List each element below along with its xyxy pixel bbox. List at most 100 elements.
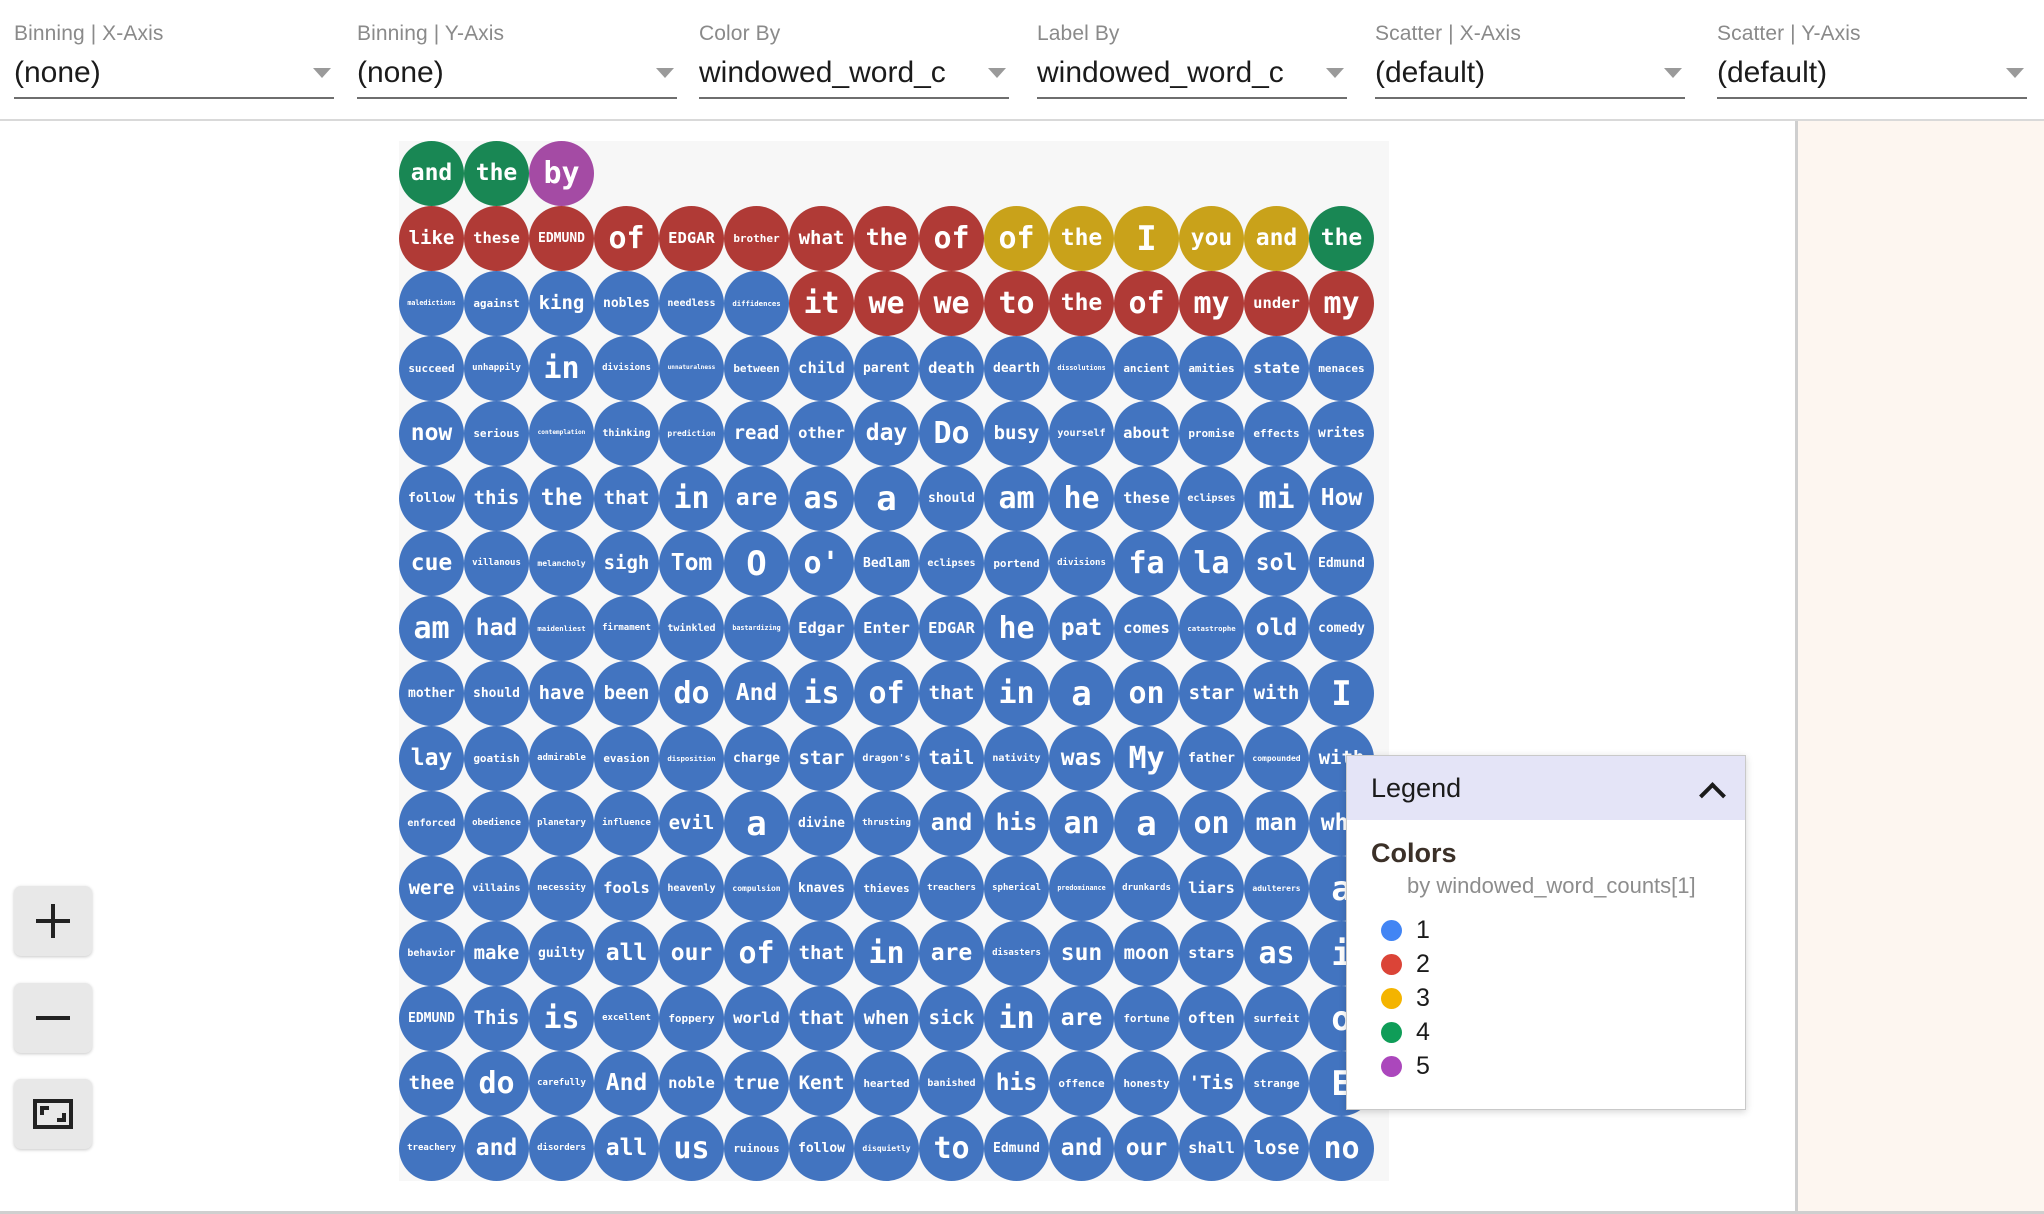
bubble[interactable]: EDGAR (919, 596, 984, 661)
bubble[interactable]: fa (1114, 531, 1179, 596)
bubble[interactable]: day (854, 401, 919, 466)
bubble[interactable]: prediction (659, 401, 724, 466)
bubble[interactable]: had (464, 596, 529, 661)
bubble[interactable]: about (1114, 401, 1179, 466)
bubble[interactable]: ancient (1114, 336, 1179, 401)
bubble[interactable]: child (789, 336, 854, 401)
bubble[interactable]: of (594, 206, 659, 271)
bubble[interactable]: obedience (464, 791, 529, 856)
scatter-y-axis-control[interactable]: Scatter | Y-Axis(default) (1717, 22, 2027, 99)
bubble[interactable]: unnaturalness (659, 336, 724, 401)
bubble[interactable]: a (724, 791, 789, 856)
bubble[interactable]: disposition (659, 726, 724, 791)
bubble[interactable]: amities (1179, 336, 1244, 401)
bubble[interactable]: excellent (594, 986, 659, 1051)
bubble[interactable]: against (464, 271, 529, 336)
bubble[interactable]: a (1049, 661, 1114, 726)
bubble[interactable]: his (984, 791, 1049, 856)
scatter-x-axis-control[interactable]: Scatter | X-Axis(default) (1375, 22, 1685, 99)
bubble[interactable]: is (789, 661, 854, 726)
bubble[interactable]: the (1049, 206, 1114, 271)
bubble[interactable]: what (789, 206, 854, 271)
bubble[interactable]: EDGAR (659, 206, 724, 271)
bubble[interactable]: sigh (594, 531, 659, 596)
bubble[interactable]: Do (919, 401, 984, 466)
bubble[interactable]: 'Tis (1179, 1051, 1244, 1116)
legend-panel[interactable]: Legend Colors by windowed_word_counts[1]… (1346, 755, 1746, 1110)
bubble[interactable]: contemplation (529, 401, 594, 466)
bubble[interactable]: under (1244, 271, 1309, 336)
legend-header[interactable]: Legend (1347, 756, 1745, 820)
bubble[interactable]: between (724, 336, 789, 401)
scatter-y-axis-select[interactable]: (default) (1717, 55, 2027, 99)
bubble[interactable]: offence (1049, 1051, 1114, 1116)
bubble[interactable]: all (594, 1116, 659, 1181)
bubble[interactable]: serious (464, 401, 529, 466)
bubble[interactable]: And (724, 661, 789, 726)
bubble[interactable]: and (464, 1116, 529, 1181)
bubble[interactable]: the (1049, 271, 1114, 336)
bubble[interactable]: drunkards (1114, 856, 1179, 921)
bubble[interactable]: la (1179, 531, 1244, 596)
bubble[interactable]: star (789, 726, 854, 791)
bubble[interactable]: and (1049, 1116, 1114, 1181)
legend-item[interactable]: 3 (1381, 981, 1721, 1015)
bubble[interactable]: treachers (919, 856, 984, 921)
bubble[interactable]: surfeit (1244, 986, 1309, 1051)
bubble[interactable]: other (789, 401, 854, 466)
bubble[interactable]: us (659, 1116, 724, 1181)
bubble[interactable]: busy (984, 401, 1049, 466)
bubble[interactable]: divisions (1049, 531, 1114, 596)
bubble[interactable]: Edgar (789, 596, 854, 661)
bubble[interactable]: disquietly (854, 1116, 919, 1181)
bubble[interactable]: he (984, 596, 1049, 661)
bubble[interactable]: This (464, 986, 529, 1051)
bubble[interactable]: we (919, 271, 984, 336)
bubble[interactable]: should (464, 661, 529, 726)
bubble[interactable]: predominance (1049, 856, 1114, 921)
bubble[interactable]: these (464, 206, 529, 271)
bubble[interactable]: Edmund (1309, 531, 1374, 596)
bubble[interactable]: disasters (984, 921, 1049, 986)
bubble[interactable]: melancholy (529, 531, 594, 596)
bubble[interactable]: enforced (399, 791, 464, 856)
bubble[interactable]: portend (984, 531, 1049, 596)
bubble[interactable]: to (919, 1116, 984, 1181)
bubble[interactable]: the (854, 206, 919, 271)
bubble[interactable]: are (919, 921, 984, 986)
bubble[interactable]: no (1309, 1116, 1374, 1181)
bubble[interactable]: charge (724, 726, 789, 791)
scatter-x-axis-select[interactable]: (default) (1375, 55, 1685, 99)
bubble[interactable]: make (464, 921, 529, 986)
bubble[interactable]: stars (1179, 921, 1244, 986)
bubble[interactable]: in (854, 921, 919, 986)
bubble[interactable]: brother (724, 206, 789, 271)
bubble[interactable]: firmament (594, 596, 659, 661)
bubble[interactable]: that (594, 466, 659, 531)
bubble[interactable]: compulsion (724, 856, 789, 921)
chevron-down-icon[interactable] (1323, 55, 1347, 91)
bubble[interactable]: as (1244, 921, 1309, 986)
bubble[interactable]: a (854, 466, 919, 531)
bubble[interactable]: are (1049, 986, 1114, 1051)
bubble[interactable]: eclipses (1179, 466, 1244, 531)
bubble[interactable]: divisions (594, 336, 659, 401)
bubble[interactable]: of (919, 206, 984, 271)
bubble[interactable]: the (1309, 206, 1374, 271)
bubble[interactable]: Edmund (984, 1116, 1049, 1181)
bubble[interactable]: dissolutions (1049, 336, 1114, 401)
bubble[interactable]: honesty (1114, 1051, 1179, 1116)
bubble[interactable]: O (724, 531, 789, 596)
bubble[interactable]: my (1179, 271, 1244, 336)
bubble[interactable]: now (399, 401, 464, 466)
zoom-in-button[interactable] (14, 886, 92, 956)
bubble[interactable]: maledictions (399, 271, 464, 336)
bubble[interactable]: was (1049, 726, 1114, 791)
bubble[interactable]: effects (1244, 401, 1309, 466)
legend-item[interactable]: 5 (1381, 1049, 1721, 1083)
bubble[interactable]: like (399, 206, 464, 271)
